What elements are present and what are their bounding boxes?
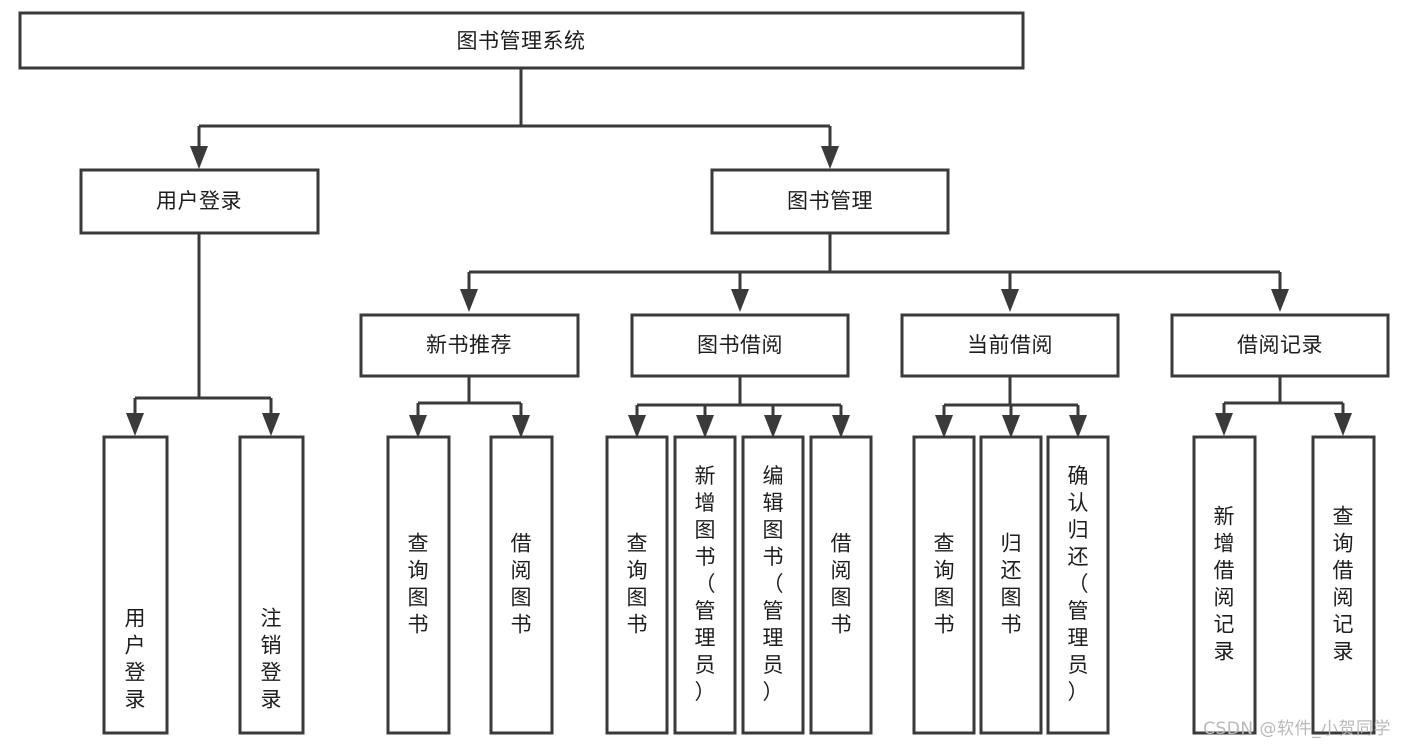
arrowhead-new-book-recommend (460, 289, 478, 312)
connector-user-login-to-leaves (126, 233, 280, 436)
arrowhead-leaf-user-login-0 (126, 413, 144, 436)
leaf-label: 新增借阅记录 (1214, 505, 1235, 664)
node-book-management[interactable]: 图书管理 (710, 168, 950, 235)
leaf-label: 确认归还（管理员） (1068, 464, 1089, 704)
leaf-node[interactable]: 确认归还（管理员） (1046, 435, 1110, 735)
arrowhead-leaf-new-book-1 (512, 415, 530, 438)
leaf-node[interactable]: 新增借阅记录 (1192, 435, 1257, 735)
leaf-label: 借阅图书 (831, 532, 852, 637)
node-book-borrow[interactable]: 图书借阅 (630, 313, 850, 378)
arrowhead-leaf-user-login-1 (262, 413, 280, 436)
leaf-node[interactable]: 查询借阅记录 (1311, 435, 1376, 735)
arrowhead-leaf-current-borrow-0 (935, 415, 953, 438)
arrowhead-user-login (190, 146, 208, 169)
connector-book-manage-to-level3 (460, 233, 1289, 312)
arrowhead-leaf-current-borrow-2 (1069, 415, 1087, 438)
node-user-login[interactable]: 用户登录 (79, 168, 320, 235)
connector-new-book-recommend-to-leaves (409, 376, 530, 438)
leaf-node[interactable]: 查询图书 (605, 435, 669, 735)
connector-current-borrow-to-leaves (935, 376, 1087, 438)
node-user-login-label: 用户登录 (156, 189, 242, 213)
leaf-node[interactable]: 新增图书（管理员） (673, 435, 737, 735)
leaf-label: 查询图书 (408, 532, 429, 637)
leaf-label: 编辑图书（管理员） (763, 464, 784, 704)
node-borrow-records-label: 借阅记录 (1237, 333, 1323, 357)
leaf-label: 查询借阅记录 (1333, 505, 1354, 664)
arrowhead-book-borrow (731, 289, 749, 312)
leaf-label: 借阅图书 (511, 532, 532, 637)
csdn-watermark: CSDN @软件_小贺同学 (1203, 719, 1391, 739)
connector-book-borrow-to-leaves (628, 376, 850, 438)
arrowhead-leaf-current-borrow-1 (1002, 415, 1020, 438)
node-new-book-recommend-label: 新书推荐 (426, 333, 512, 357)
node-new-book-recommend[interactable]: 新书推荐 (359, 313, 580, 378)
leaf-label: 查询图书 (627, 532, 648, 637)
leaf-node[interactable]: 借阅图书 (489, 435, 554, 735)
node-current-borrow-label: 当前借阅 (967, 333, 1053, 357)
node-book-borrow-label: 图书借阅 (697, 333, 783, 357)
leaf-node[interactable]: 注销登录 (238, 435, 305, 735)
arrowhead-leaf-book-borrow-2 (764, 415, 782, 438)
arrowhead-current-borrow (1001, 289, 1019, 312)
arrowhead-leaf-book-borrow-1 (696, 415, 714, 438)
arrowhead-leaf-new-book-0 (409, 415, 427, 438)
node-root-book-management-system[interactable]: 图书管理系统 (18, 11, 1025, 70)
arrowhead-leaf-borrow-records-0 (1215, 413, 1233, 436)
arrowhead-leaf-book-borrow-3 (832, 415, 850, 438)
node-current-borrow[interactable]: 当前借阅 (900, 313, 1120, 378)
arrowhead-book-manage (821, 146, 839, 169)
leaf-label: 用户登录 (125, 607, 146, 712)
leaf-node[interactable]: 归还图书 (979, 435, 1043, 735)
connector-borrow-records-to-leaves (1215, 376, 1352, 436)
connector-root-to-level2 (190, 68, 839, 169)
node-borrow-records[interactable]: 借阅记录 (1170, 313, 1390, 378)
arrowhead-leaf-borrow-records-1 (1334, 413, 1352, 436)
leaf-label: 注销登录 (261, 607, 282, 712)
leaf-label: 归还图书 (1001, 532, 1022, 637)
node-book-management-label: 图书管理 (787, 189, 873, 213)
leaf-label: 查询图书 (934, 532, 955, 637)
arrowhead-borrow-records (1271, 289, 1289, 312)
arrowhead-leaf-book-borrow-0 (628, 415, 646, 438)
leaf-node[interactable]: 用户登录 (102, 435, 169, 735)
leaf-node[interactable]: 借阅图书 (809, 435, 873, 735)
node-root-label: 图书管理系统 (457, 29, 586, 53)
leaf-node[interactable]: 查询图书 (386, 435, 451, 735)
leaf-label: 新增图书（管理员） (695, 464, 716, 704)
leaf-node[interactable]: 查询图书 (912, 435, 976, 735)
leaf-node[interactable]: 编辑图书（管理员） (741, 435, 805, 735)
